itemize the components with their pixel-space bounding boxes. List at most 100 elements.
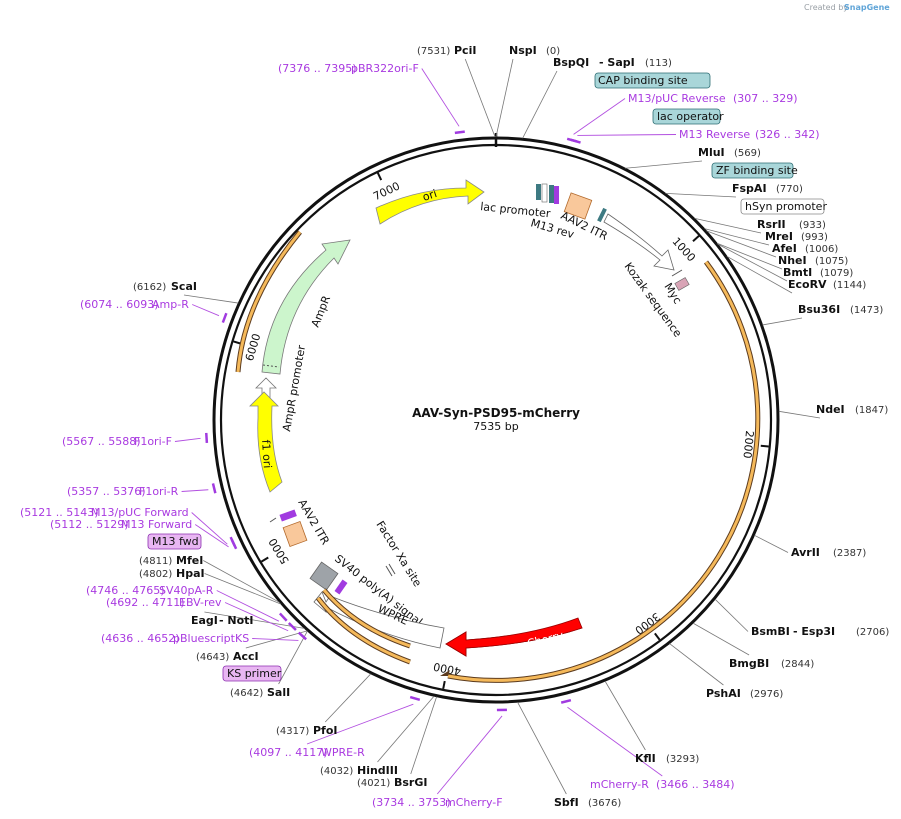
svg-text:PciI: PciI [454,44,476,57]
primer-mark-2 [570,138,581,144]
site-scai[interactable]: (6162)ScaI [133,280,197,293]
svg-text:HpaI: HpaI [176,567,205,580]
leader-pshai [669,643,724,686]
site-bspqi-sapi[interactable]: BspQI- SapI(113) [553,56,672,69]
mcherry-arrow-body [445,617,583,657]
site-eagi-noti[interactable]: EagI- NotI [191,614,254,627]
svg-text:(2706): (2706) [856,627,889,638]
svg-text:(569): (569) [734,148,761,159]
svg-text:SalI: SalI [267,686,290,699]
site-acci[interactable]: (4643) AccI [196,650,259,663]
site-nspi[interactable]: NspI(0) [509,44,560,57]
hsyn-promoter-arrow [603,213,675,271]
site-bmgbi[interactable]: BmgBI(2844) [729,657,814,670]
site-mfei[interactable]: (4811) MfeI [139,554,203,567]
ks-primer-box [222,665,282,682]
primer-mark-11 [409,695,421,702]
site-kfli[interactable]: KflI(3293) [635,752,699,765]
primer-f1ori-r[interactable]: (5357 .. 5376)F1ori-R [67,485,179,498]
leader-pcii [464,58,496,138]
site-rsrii[interactable]: RsrII(933) [757,218,826,231]
primer-m13-reverse[interactable]: M13 Reverse(326 .. 342) [679,128,820,141]
tick-mark-2000 [760,444,769,448]
svg-text:mCherry-F: mCherry-F [445,796,503,809]
svg-text:AccI: AccI [233,650,259,663]
site-sbfi[interactable]: SbfI(3676) [554,796,621,809]
svg-text:(4032): (4032) [320,766,353,777]
primer-leader-4 [174,437,201,442]
svg-text:(4643): (4643) [196,652,229,663]
site-ndei[interactable]: NdeI(1847) [816,403,888,416]
svg-text:M13/pUC Reverse: M13/pUC Reverse [628,92,726,105]
primer-m13-puc-reverse[interactable]: M13/pUC Reverse(307 .. 329) [628,92,798,105]
svg-text:(2387): (2387) [833,548,866,559]
primer-m13-puc-forward[interactable]: (5121 .. 5143)M13/pUC Forward [20,506,189,519]
site-pcii[interactable]: (7531)PciI [417,44,476,57]
kozak-mark [671,269,683,277]
leader-eagi [204,611,305,629]
m13-rev-bar [554,186,559,204]
svg-text:BspQI: BspQI [553,56,589,69]
sv40-primer-bar [334,579,348,595]
site-hpai[interactable]: (4802)HpaI [139,567,205,580]
leader-avrii [754,534,789,553]
leader-pfoi [324,673,372,723]
primer-sv40pa-r[interactable]: (4746 .. 4765)SV40pA-R [86,584,214,597]
leader-scai [183,294,239,304]
svg-text:WPRE-R: WPRE-R [321,746,365,759]
svg-text:MfeI: MfeI [176,554,203,567]
site-mlui[interactable]: MluI(569) [698,146,761,159]
site-pshai[interactable]: PshAI(2976) [706,687,783,700]
primer-mcherry-r[interactable]: mCherry-R(3466 .. 3484) [590,778,735,791]
leader-bsu36i [762,317,803,326]
svg-text:NheI: NheI [778,254,807,267]
primer-mark-9 [287,622,297,631]
svg-text:EcoRV: EcoRV [788,278,827,291]
primer-mcherry-f[interactable]: (3734 .. 3753)mCherry-F [372,796,503,809]
site-avrii[interactable]: AvrII(2387) [791,546,866,559]
primer-mark-0 [454,130,465,135]
leader-sbfi [517,701,567,795]
primer-leader-7 [194,524,229,548]
primer-wpre-r[interactable]: (4097 .. 4117)WPRE-R [249,746,365,759]
site-bsu36i[interactable]: Bsu36I(1473) [798,303,883,316]
svg-text:(4811): (4811) [139,556,172,567]
site-mrei[interactable]: MreI(993) [765,230,828,243]
primer-leader-6 [191,512,228,545]
site-nhei[interactable]: NheI(1075) [778,254,848,267]
primer-ebv-rev[interactable]: (4692 .. 4711)EBV-rev [106,596,222,609]
site-bsrgi[interactable]: (4021)BsrGI [357,776,427,789]
credit-text: Created by [804,3,848,12]
svg-text:(3466 .. 3484): (3466 .. 3484) [656,778,735,791]
svg-text:(4097 .. 4117): (4097 .. 4117) [249,746,328,759]
primer-marks [174,68,677,795]
site-ecorv[interactable]: EcoRV(1144) [788,278,866,291]
primer-pbr322ori-f[interactable]: (7376 .. 7395)pBR322ori-F [278,62,419,75]
cds-arc-wpre1 [316,597,411,664]
svg-text:FspAI: FspAI [732,182,767,195]
cap-binding-label: CAP binding site [598,74,688,87]
site-sali[interactable]: (4642)SalI [230,686,290,699]
svg-text:- NotI: - NotI [219,614,254,627]
svg-text:(4021): (4021) [357,778,390,789]
site-hindiii[interactable]: (4032)HindIII [320,764,398,777]
primer-f1ori-f[interactable]: (5567 .. 5588)F1ori-F [62,435,172,448]
svg-text:(933): (933) [799,220,826,231]
site-bsmbi-esp3i[interactable]: BsmBI- Esp3I(2706) [751,625,889,638]
site-pfoi[interactable]: (4317)PfoI [276,724,338,737]
ampr-start-mark [262,364,280,368]
svg-text:NspI: NspI [509,44,537,57]
primer-pbluescriptks[interactable]: (4636 .. 4652)pBluescriptKS [101,632,249,645]
site-bmti[interactable]: BmtI(1079) [783,266,853,279]
svg-text:KflI: KflI [635,752,656,765]
primer-amp-r[interactable]: (6074 .. 6093)Amp-R [80,298,189,311]
primer-m13-forward[interactable]: (5112 .. 5129)M13 Forward [50,518,192,531]
leader-mfei [203,560,280,603]
svg-text:(1006): (1006) [805,244,838,255]
svg-text:Bsu36I: Bsu36I [798,303,840,316]
zf-site-bar [597,207,607,223]
ampr-label: AmpR [309,293,333,329]
svg-text:(4317): (4317) [276,726,309,737]
site-fspai[interactable]: FspAI(770) [732,182,803,195]
site-afei[interactable]: AfeI(1006) [772,242,838,255]
